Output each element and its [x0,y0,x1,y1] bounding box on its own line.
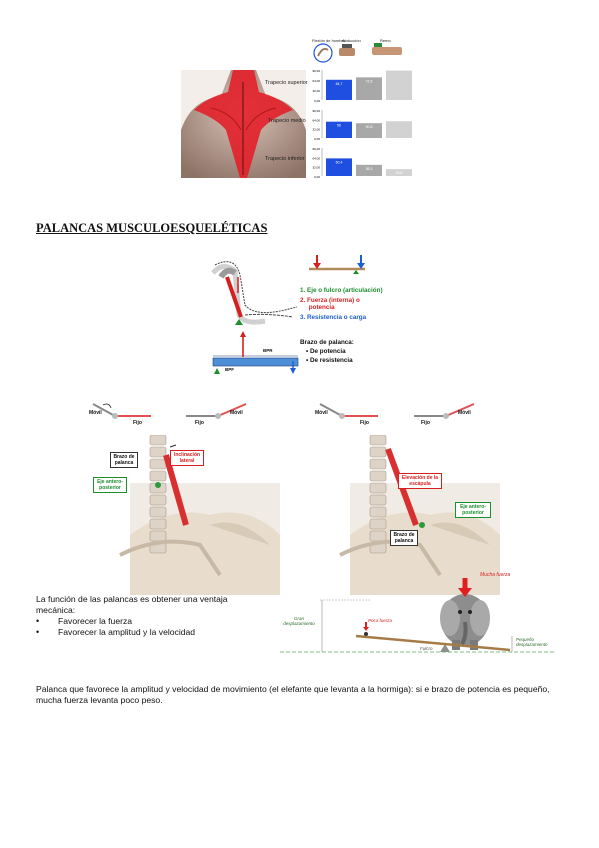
legend-resistance: 3. Resistencia o carga [300,314,367,321]
tick-label: 64,00 [312,156,320,160]
top-label: Abducción [342,38,361,43]
label-pequeno-desplazamiento: Pequeño desplazamiento [516,637,548,647]
label-fijo: Fijo [360,420,369,426]
label-gran-desplazamiento: Gran desplazamiento [283,616,315,626]
top-label: Flexión de hombro [312,38,346,43]
legend-fulcrum: 1. Eje o fulcro (articulación) [300,287,383,294]
muscle-label-medio: Trapecio medio [268,118,306,124]
bar-value-label: 23,6 [396,171,403,175]
bar-label-bpf: BPF [225,367,234,372]
legend-force-cont: potencia [300,304,335,311]
bar-value-label: 38,3 [366,167,373,171]
arm-item-resistencia: • De resistencia [306,357,353,364]
tick-label: 96,00 [312,69,320,73]
tag-brazo-right: Brazo de palanca [390,530,418,546]
tick-label: 64,00 [312,79,320,83]
label-fijo: Fijo [133,420,142,426]
lever-legend: 1. Eje o fulcro (articulación) 2. Fuerza… [300,287,383,321]
tick-label: 96,00 [312,109,320,113]
tag-eje-right: Eje antero-posterior [455,502,491,518]
tick-label: 32,00 [312,128,320,132]
bar-label-bpr: BPR [263,348,273,353]
tick-label: 0,00 [314,175,320,179]
trapezius-emg-chart: Flexión de hombro Abducción Remo 96,00 64… [312,38,419,190]
bar-value-label: 64,7 [336,82,343,86]
lever-icon-fijo-left [186,403,247,419]
label-mucha-fuerza: Mucha fuerza [480,572,511,578]
list-item: Favorecer la amplitud y la velocidad [36,627,266,638]
section-heading: PALANCAS MUSCULOESQUELÉTICAS [36,221,268,235]
muscle-label-superior: Trapecio superior [265,80,308,86]
bar [326,79,352,100]
label-poca-fuerza: Poca fuerza [368,618,393,623]
trapezius-illustration [181,70,306,178]
tag-eje-left: Eje antero-posterior [93,477,127,493]
tick-label: 96,00 [312,147,320,151]
neck-lateral-flexion-illustration [119,435,280,595]
label-movil: Móvil [230,410,243,416]
tick-label: 32,00 [312,89,320,93]
bar [326,158,352,176]
lever-figure: BPR BPF [205,255,405,375]
top-label: Remo [380,38,391,43]
bar [326,121,352,138]
label-fijo: Fijo [195,420,204,426]
lever-icon-movil-right [319,403,378,419]
label-fijo: Fijo [421,420,430,426]
bar [386,169,412,176]
bar-value-label: 56 [337,124,341,128]
muscle-label-inferior: Trapecio inferior [265,156,305,162]
tag-brazo-left: Brazo de palanca [110,452,138,468]
list-item: Favorecer la fuerza [36,616,266,627]
tick-label: 64,00 [312,118,320,122]
function-list: Favorecer la fuerza Favorecer la amplitu… [36,616,266,638]
conclusion-paragraph: Palanca que favorece la amplitud y veloc… [36,684,550,705]
label-fulcro: Fulcro [420,646,433,651]
arm-item-potencia: • De potencia [306,348,346,355]
legend-force: 2. Fuerza (interna) o [300,297,360,304]
bar [386,121,412,138]
bar-value-label: 50,8 [366,125,373,129]
function-text: La función de las palancas es obtener un… [36,594,266,638]
lever-icon-movil-left [92,403,151,419]
bar-value-label: 60,4 [336,160,343,164]
label-movil: Móvil [89,410,102,416]
lever-arm-types: Brazo de palanca: • De potencia • De res… [300,339,354,364]
label-movil: Móvil [315,410,328,416]
bar [356,123,382,138]
label-movil: Móvil [458,410,471,416]
lever-icon-fijo-right [414,403,475,419]
function-intro: La función de las palancas es obtener un… [36,594,228,615]
bar [386,70,412,100]
tick-label: 0,00 [314,137,320,141]
arm-title: Brazo de palanca: [300,339,354,346]
elephant-lever-figure: Mucha fuerza Poca fuerza Gran desplazami… [280,570,555,662]
bar-value-label: 72,5 [366,79,373,83]
tag-movement-left: Inclinación lateral [170,450,204,466]
neck-scapula-elevation-illustration [339,435,500,595]
tick-label: 0,00 [314,99,320,103]
bar [356,77,382,100]
bar [356,164,382,176]
tick-label: 32,00 [312,166,320,170]
tag-movement-right: Elevación de la escápula [398,473,442,489]
